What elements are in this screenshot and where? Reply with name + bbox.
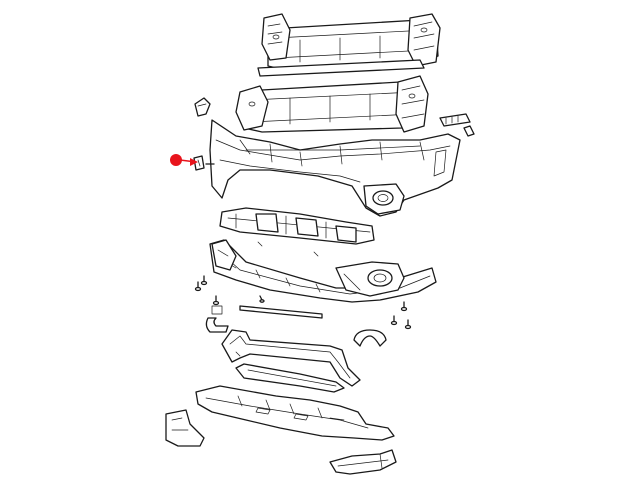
lower-fascia [209,239,437,303]
fog-lamp-bezel-lower-right [335,261,405,297]
fastener-6 [404,319,412,330]
skid-plate [235,363,345,393]
push-pin-fasteners [194,275,412,330]
fastener-4 [400,301,408,312]
bracket-left [194,97,211,117]
skid-plate-trim [221,329,361,387]
lower-reinforcement-bar [235,75,429,133]
deflector-left [165,409,205,447]
splash-shield [195,385,395,441]
fastener-2 [194,281,202,292]
fog-lamp-bezel-upper-right [363,183,405,215]
fastener-3 [212,295,220,306]
energy-absorber [219,207,375,257]
fastener-5 [390,315,398,326]
fastener-1 [200,275,208,286]
bumper-fascia [209,119,461,217]
trim-strip [239,305,323,319]
upper-reinforcement-bar [257,13,441,77]
bumper-clip [193,155,215,171]
bracket-small-right [353,329,387,347]
bracket-right [439,113,475,137]
fastener-7 [259,295,265,303]
highlight-marker [170,154,198,166]
deflector-right [329,449,397,475]
bracket-small-left [205,305,229,333]
